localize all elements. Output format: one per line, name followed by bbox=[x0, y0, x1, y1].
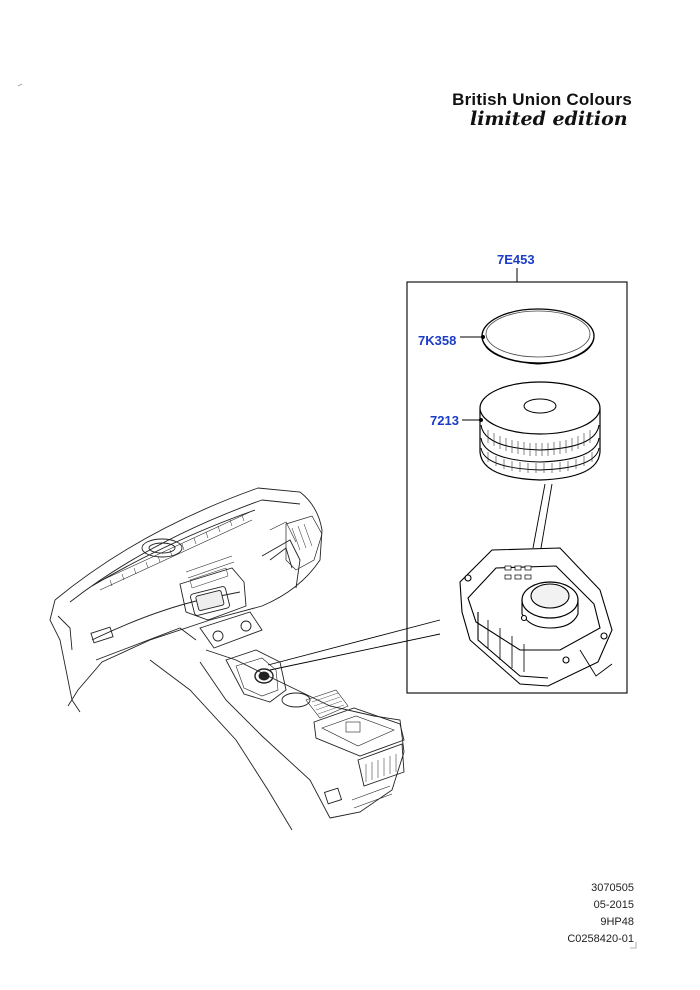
rotary-knob-part bbox=[462, 381, 601, 481]
knob-leader-line-2 bbox=[540, 483, 553, 549]
illustration-number: 3070505 bbox=[591, 882, 634, 894]
console-leader-line bbox=[267, 619, 441, 666]
callout-cover: 7K358 bbox=[418, 333, 457, 348]
catalogue-reference: C0258420-01 bbox=[567, 933, 634, 945]
callout-knob: 7213 bbox=[430, 413, 459, 428]
illustration-date: 05-2015 bbox=[593, 899, 634, 911]
transmission-code: 9HP48 bbox=[600, 916, 634, 928]
corner-mark-bottom bbox=[630, 942, 637, 949]
gear-selector-module bbox=[459, 547, 613, 687]
illustration-metadata: 3070505 05-2015 9HP48 C0258420-01 bbox=[567, 880, 634, 948]
knob-leader-line bbox=[532, 483, 546, 549]
cover-disc-part bbox=[460, 308, 595, 365]
corner-mark-top bbox=[17, 83, 23, 87]
assembly-group-box bbox=[406, 268, 628, 694]
callout-assembly: 7E453 bbox=[497, 252, 535, 267]
brand-title: British Union Colours bbox=[452, 90, 632, 109]
console-leader-line-2 bbox=[269, 633, 441, 671]
vehicle-dashboard-illustration bbox=[49, 487, 405, 831]
brand-subtitle: limited edition bbox=[470, 108, 628, 130]
